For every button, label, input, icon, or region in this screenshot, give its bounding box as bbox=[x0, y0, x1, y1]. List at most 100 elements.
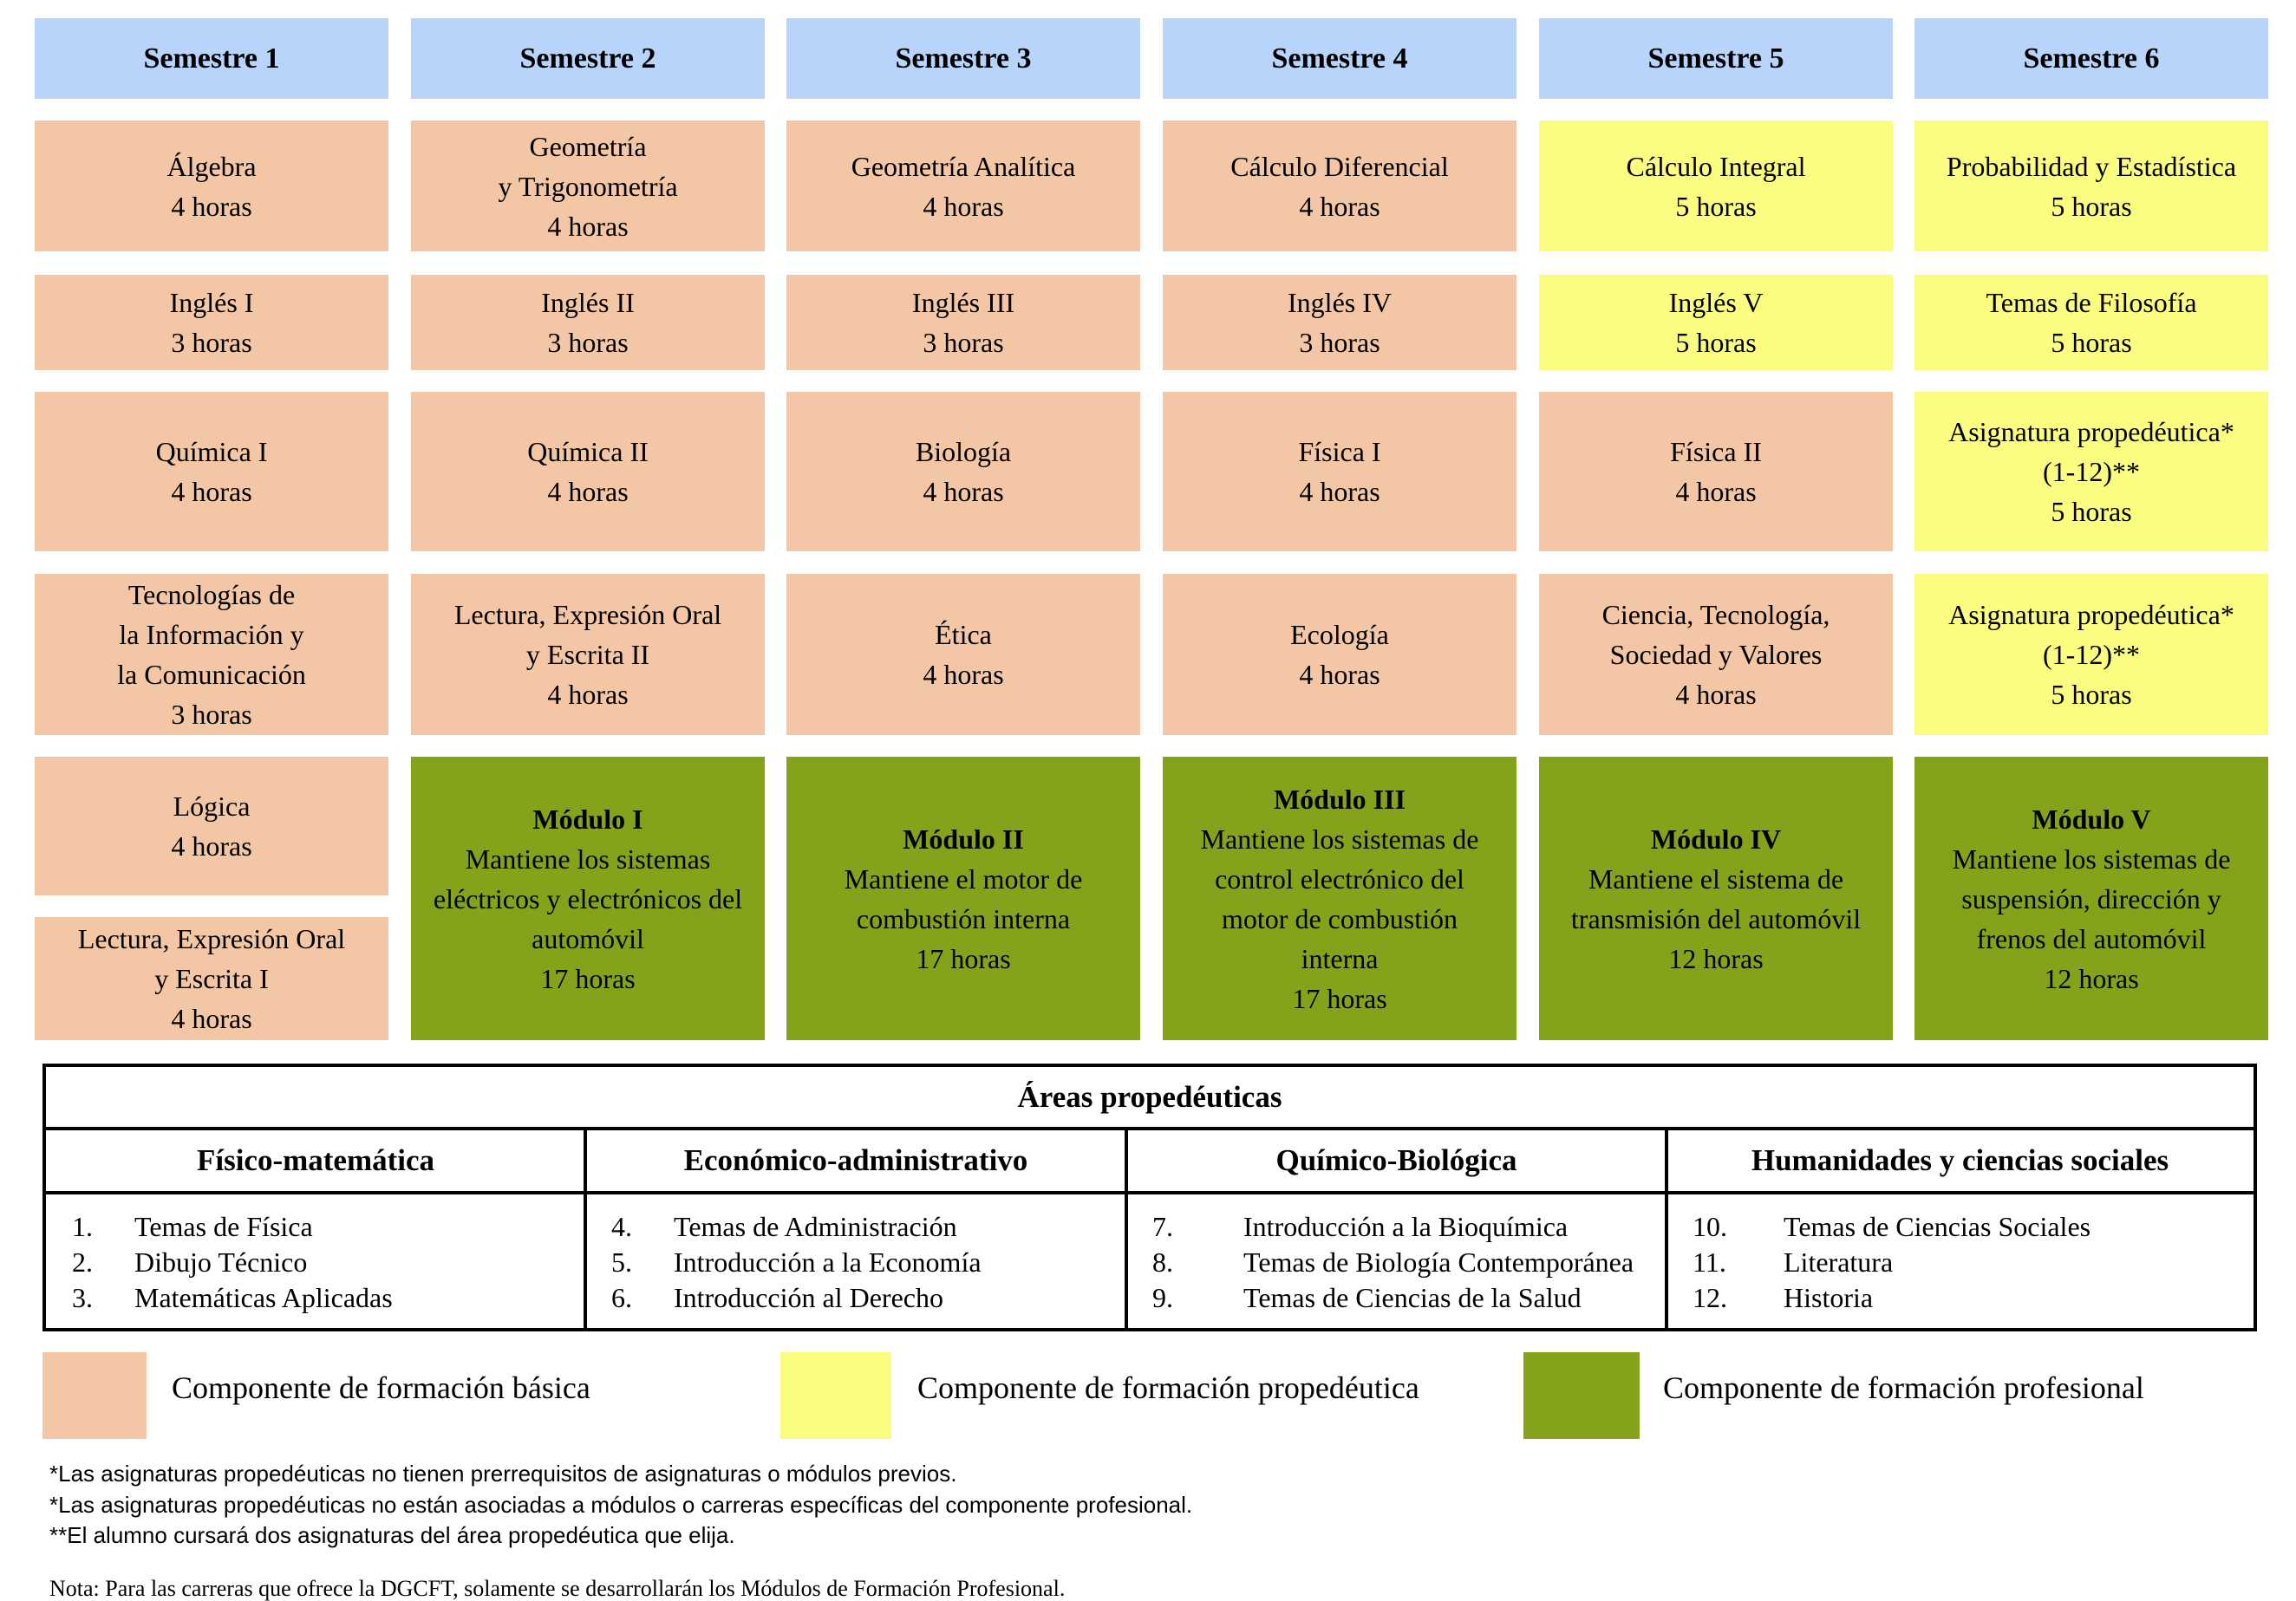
area-item-text: Introducción a la Bioquímica bbox=[1243, 1211, 1569, 1242]
area-item-text: Temas de Ciencias de la Salud bbox=[1243, 1282, 1582, 1313]
area-item: 12.Historia bbox=[1693, 1280, 2091, 1316]
module-title: Módulo III bbox=[1273, 783, 1406, 815]
area-item-number: 11. bbox=[1693, 1246, 1726, 1278]
cell-line: frenos del automóvil bbox=[1976, 922, 2207, 954]
cell-line: Tecnologías de bbox=[127, 579, 296, 610]
area-list-2: 4. Temas de Administración 5. Introducción … bbox=[611, 1209, 982, 1316]
legend-label-2: Componente de formación propedéutica bbox=[917, 1370, 1419, 1405]
area-divider bbox=[1125, 1130, 1128, 1328]
area-item: 2.Dibujo Técnico bbox=[72, 1245, 393, 1280]
cell-line: Probabilidad y Estadística bbox=[1946, 150, 2237, 182]
cell-line: 5 horas bbox=[1675, 190, 1757, 222]
subject-cell-s3-4: Ética 4 horas bbox=[786, 574, 1140, 735]
subject-cell-s6-1: Probabilidad y Estadística 5 horas bbox=[1914, 120, 2268, 251]
footnote-1: *Las asignaturas propedéuticas no tienen… bbox=[49, 1461, 957, 1487]
cell-line: Lectura, Expresión Oral bbox=[77, 923, 346, 954]
cell-line: 17 horas bbox=[1292, 982, 1387, 1014]
cell-line: 5 horas bbox=[1675, 327, 1757, 358]
area-item-text: Matemáticas Aplicadas bbox=[134, 1282, 393, 1313]
area-divider bbox=[1665, 1130, 1668, 1328]
area-item-text: Literatura bbox=[1784, 1246, 1894, 1278]
cell-line: 4 horas bbox=[547, 476, 629, 507]
cell-line: Inglés I bbox=[169, 287, 254, 318]
cell-line: 4 horas bbox=[171, 830, 252, 862]
cell-line: (1-12)** bbox=[2043, 456, 2140, 487]
cell-line: 4 horas bbox=[171, 190, 252, 222]
subject-cell-s6-3: Asignatura propedéutica*(1-12)**5 horas bbox=[1914, 392, 2268, 551]
areas-title: Áreas propedéuticas bbox=[46, 1067, 2254, 1130]
module-title: Módulo IV bbox=[1650, 823, 1782, 855]
area-item-text: Temas de Administración bbox=[674, 1211, 957, 1242]
area-item-number: 4. bbox=[611, 1211, 632, 1242]
legend-label-3: Componente de formación profesional bbox=[1663, 1370, 2144, 1405]
cell-line: 3 horas bbox=[547, 327, 629, 358]
cell-line: 4 horas bbox=[1675, 476, 1757, 507]
cell-line: 12 horas bbox=[1668, 942, 1764, 974]
area-item: 7.Introducción a la Bioquímica bbox=[1152, 1209, 1634, 1245]
area-header-4: Humanidades y ciencias sociales bbox=[1667, 1130, 2254, 1194]
legend-swatch-2 bbox=[780, 1352, 891, 1439]
area-item-number: 12. bbox=[1693, 1282, 1727, 1313]
cell-line: la Comunicación bbox=[117, 659, 306, 690]
cell-line: Mantiene el sistema de bbox=[1588, 862, 1844, 895]
semester-header-6: Semestre 6 bbox=[1914, 18, 2268, 99]
subject-cell-s6-4: Asignatura propedéutica*(1-12)**5 horas bbox=[1914, 574, 2268, 735]
legend-label-1: Componente de formación básica bbox=[172, 1370, 590, 1405]
cell-line: 4 horas bbox=[1299, 476, 1380, 507]
cell-line: Lógica bbox=[173, 791, 251, 822]
cell-line: 4 horas bbox=[923, 659, 1004, 690]
cell-line: Física II bbox=[1670, 436, 1762, 467]
cell-line: 5 horas bbox=[2051, 327, 2132, 358]
area-item-number: 5. bbox=[611, 1246, 632, 1278]
subject-cell-s1-5: Lógica 4 horas bbox=[35, 757, 388, 895]
area-header-1: Físico-matemática bbox=[46, 1130, 585, 1194]
cell-line: Ética bbox=[935, 619, 992, 650]
cell-line: Geometría Analítica bbox=[851, 150, 1076, 182]
area-item: 6.Introducción al Derecho bbox=[611, 1280, 982, 1316]
cell-line: Ecología bbox=[1290, 619, 1389, 650]
areas-table: Áreas propedéuticas Físico-matemática 1. T… bbox=[42, 1064, 2257, 1331]
cell-line: 3 horas bbox=[171, 699, 252, 730]
area-item: 9.Temas de Ciencias de la Salud bbox=[1152, 1280, 1634, 1316]
cell-line: Biología bbox=[915, 436, 1012, 467]
area-item: 11. Literatura bbox=[1693, 1245, 2091, 1280]
module-title: Módulo I bbox=[532, 803, 643, 835]
area-item-text: Introducción a la Economía bbox=[674, 1246, 982, 1278]
cell-line: Física I bbox=[1298, 436, 1381, 467]
area-item: 5. Introducción a la Economía bbox=[611, 1245, 982, 1280]
cell-line: 4 horas bbox=[923, 476, 1004, 507]
area-item-number: 1. bbox=[72, 1211, 93, 1242]
semester-header-5: Semestre 5 bbox=[1539, 18, 1893, 99]
area-item-text: Temas de Biología Contemporánea bbox=[1243, 1246, 1634, 1278]
cell-line: 4 horas bbox=[171, 1003, 252, 1034]
cell-line: Mantiene los sistemas de bbox=[1200, 823, 1479, 855]
area-item-number: 6. bbox=[611, 1282, 632, 1313]
semester-header-3: Semestre 3 bbox=[786, 18, 1140, 99]
cell-line: y Escrita II bbox=[525, 639, 650, 670]
area-item-number: 3. bbox=[72, 1282, 93, 1313]
cell-line: combustión interna bbox=[856, 902, 1071, 934]
cell-line: Ciencia, Tecnología, bbox=[1601, 599, 1830, 630]
cell-line: 4 horas bbox=[171, 476, 252, 507]
area-item-text: Temas de Física bbox=[134, 1211, 313, 1242]
cell-line: 17 horas bbox=[916, 942, 1011, 974]
cell-line: Álgebra bbox=[166, 150, 257, 182]
cell-line: 4 horas bbox=[1299, 190, 1380, 222]
cell-line: 5 horas bbox=[2051, 190, 2132, 222]
footnote-2: *Las asignaturas propedéuticas no están … bbox=[49, 1492, 1193, 1518]
